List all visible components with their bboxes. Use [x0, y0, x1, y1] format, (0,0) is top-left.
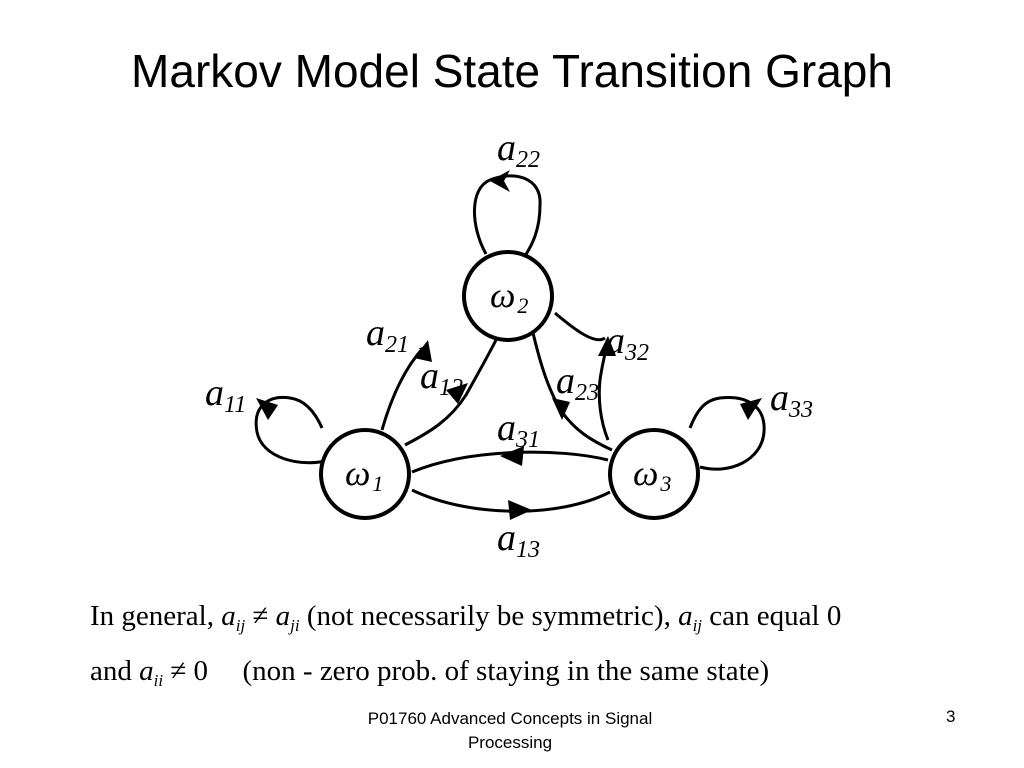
arrowhead-a31 [500, 446, 524, 466]
label-a12: a12 [420, 355, 463, 401]
label-a11: a11 [205, 372, 246, 418]
line1-ij-sub: ij [235, 616, 246, 635]
arrowhead-a23 [552, 398, 570, 420]
edge-a23-lower [560, 411, 613, 452]
arrowhead-a32 [598, 336, 616, 356]
state-w3-node [608, 428, 700, 520]
line1-a1: a [221, 600, 236, 632]
line1-a2: a [275, 600, 291, 632]
arrowhead-a33 [740, 398, 762, 420]
label-a22: a22 [497, 127, 540, 173]
line1-paren: (not necessarily be symmetric), [306, 600, 671, 632]
text-line-2: and aii ≠ 0 (non - zero prob. of staying… [90, 655, 770, 690]
line2-lead: and [90, 655, 132, 687]
label-a23: a23 [556, 360, 599, 406]
label-a32: a32 [606, 320, 649, 366]
arrowhead-a22 [490, 170, 510, 192]
line2-a: a [139, 655, 154, 687]
edge-a11-self-loop [254, 395, 331, 465]
label-a21: a21 [366, 312, 409, 358]
line1-a3: a [678, 600, 693, 632]
arrowhead-a11 [256, 398, 278, 420]
state-w1-label: ω1 [345, 453, 383, 496]
slide-title: Markov Model State Transition Graph [131, 45, 893, 97]
line1-lead: In general, [90, 600, 214, 632]
text-line-1: In general, aij ≠ aji (not necessarily b… [90, 600, 842, 635]
line2-neq-symbol: ≠ [170, 655, 187, 687]
state-w1-node [319, 428, 411, 520]
line1-tail: can equal 0 [709, 600, 842, 632]
state-w2-node [462, 250, 554, 342]
label-a13: a13 [497, 517, 540, 563]
arrowhead-a21 [414, 340, 432, 362]
label-a33: a33 [770, 377, 813, 423]
state-w2-label: ω2 [490, 275, 528, 318]
page-number: 3 [946, 707, 956, 726]
line2-ii-sub: ii [153, 671, 164, 690]
state-w3-label: ω3 [633, 453, 671, 496]
line1-ji-sub: ji [290, 616, 300, 635]
edge-a22-self-loop [473, 174, 542, 257]
line2-zero: 0 [193, 655, 209, 687]
slide-footer: P01760 Advanced Concepts in Signal Proce… [367, 709, 653, 752]
edge-a12 [404, 339, 498, 447]
arrowhead-a13 [508, 500, 532, 520]
edge-a21 [380, 346, 425, 431]
label-a31: a31 [497, 407, 540, 453]
arrowhead-a12 [446, 383, 468, 404]
line2-paren: (non - zero prob. of staying in the same… [242, 655, 770, 687]
line1-ij-sub-2: ij [692, 616, 703, 635]
edge-a33-self-loop [688, 395, 766, 471]
line1-neq-symbol: ≠ [252, 600, 269, 632]
